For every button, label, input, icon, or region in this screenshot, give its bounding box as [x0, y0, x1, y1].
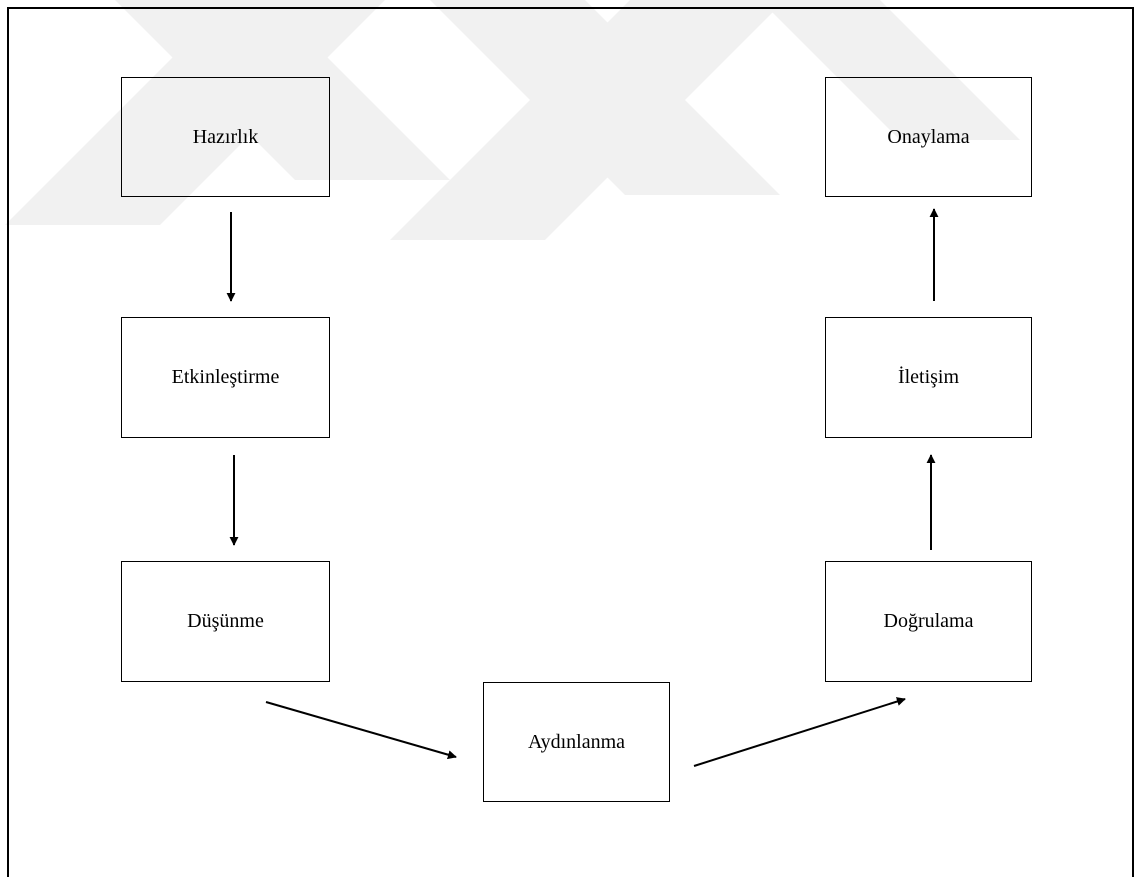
node-dusunme: Düşünme: [121, 561, 330, 682]
node-onaylama: Onaylama: [825, 77, 1032, 197]
node-hazirlik: Hazırlık: [121, 77, 330, 197]
node-etkinlestirme: Etkinleştirme: [121, 317, 330, 438]
node-aydinlanma: Aydınlanma: [483, 682, 670, 802]
diagram-frame: [7, 7, 1134, 877]
arrow-dusunme-to-aydinlanma: [265, 701, 457, 760]
arrow-aydinlanma-to-dogrulama: [693, 697, 906, 767]
node-iletisim: İletişim: [825, 317, 1032, 438]
node-dogrulama: Doğrulama: [825, 561, 1032, 682]
